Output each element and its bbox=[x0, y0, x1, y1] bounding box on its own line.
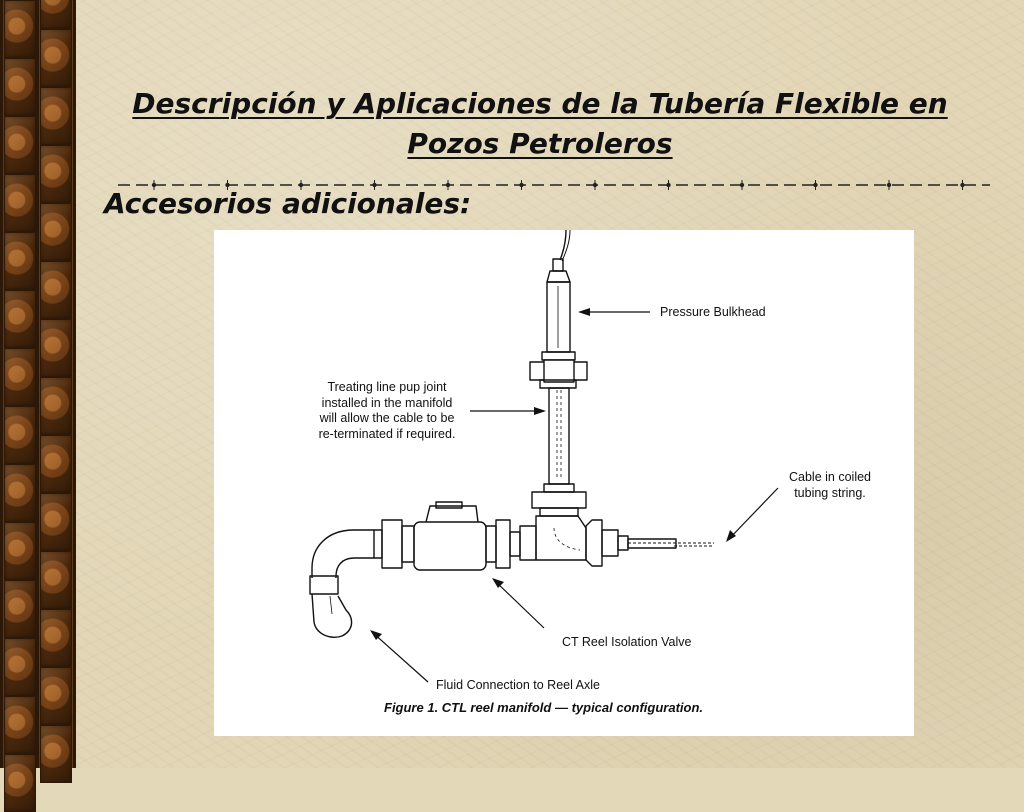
top-union-collar bbox=[541, 351, 576, 361]
slide-title: Descripción y Aplicaciones de la Tubería… bbox=[100, 84, 980, 164]
valve-left-collar bbox=[401, 525, 415, 563]
border-tile bbox=[4, 406, 36, 464]
dotted-divider bbox=[118, 180, 990, 190]
label-treating-line-4: re-terminated if required. bbox=[318, 426, 456, 441]
label-fluid-connection: Fluid Connection to Reel Axle bbox=[436, 678, 600, 692]
bottom-union-ring bbox=[539, 507, 579, 517]
tee-body bbox=[535, 515, 587, 561]
arrow-fluid-connection bbox=[371, 631, 429, 683]
border-edge bbox=[0, 0, 3, 768]
border-tile bbox=[4, 580, 36, 638]
arrowhead-treating-line bbox=[534, 407, 546, 415]
border-tile bbox=[40, 377, 72, 435]
border-tile bbox=[40, 725, 72, 783]
tee-left-flange bbox=[519, 525, 537, 561]
valve-right-collar bbox=[485, 525, 497, 563]
border-tile bbox=[40, 493, 72, 551]
ct-reel-isolation-valve bbox=[413, 521, 487, 571]
border-tile bbox=[40, 29, 72, 87]
label-treating-line-3: will allow the cable to be bbox=[319, 411, 455, 425]
label-pressure-bulkhead: Pressure Bulkhead bbox=[660, 305, 766, 319]
manifold-figure: Pressure Bulkhead Treating line pup join… bbox=[214, 230, 914, 736]
pressure-bulkhead-body bbox=[546, 281, 571, 353]
border-tile bbox=[40, 435, 72, 493]
border-tile bbox=[4, 696, 36, 754]
border-tile bbox=[4, 348, 36, 406]
arrowhead-fluid-connection bbox=[370, 630, 382, 640]
label-cable-coiled-2: tubing string. bbox=[794, 485, 866, 500]
label-cable-coiled: Cable in coiled tubing string. bbox=[770, 470, 890, 501]
border-tile bbox=[40, 145, 72, 203]
label-ct-reel-valve: CT Reel Isolation Valve bbox=[562, 635, 692, 649]
fluid-connection-hose bbox=[311, 593, 353, 638]
border-tile bbox=[4, 464, 36, 522]
right-nipple bbox=[617, 535, 629, 551]
border-tile bbox=[4, 290, 36, 348]
right-union bbox=[601, 529, 619, 557]
border-tile bbox=[4, 174, 36, 232]
border-column-right bbox=[40, 0, 72, 783]
border-tile bbox=[40, 609, 72, 667]
manifold-drawing bbox=[309, 230, 779, 683]
pup-joint bbox=[548, 387, 570, 485]
arrow-cable-coiled bbox=[727, 487, 779, 541]
bulkhead-connector bbox=[552, 258, 564, 272]
border-edge bbox=[73, 0, 76, 768]
figure-caption: Figure 1. CTL reel manifold — typical co… bbox=[384, 700, 704, 715]
cable-top bbox=[559, 230, 567, 261]
border-column-left bbox=[4, 0, 36, 812]
valve-left-union bbox=[381, 519, 403, 569]
border-tile bbox=[4, 58, 36, 116]
border-tile bbox=[40, 261, 72, 319]
bottom-union-nut bbox=[531, 491, 587, 509]
arrowhead-pressure-bulkhead bbox=[578, 308, 590, 316]
label-treating-line-1: Treating line pup joint bbox=[327, 380, 447, 394]
valve-left-nipple bbox=[373, 529, 383, 559]
border-tile bbox=[4, 522, 36, 580]
elbow-lower bbox=[335, 557, 374, 578]
bulkhead-cap bbox=[546, 270, 571, 283]
border-tile bbox=[40, 667, 72, 725]
slide-title-line-2: Pozos Petroleros bbox=[407, 127, 673, 160]
elbow-upper bbox=[311, 529, 374, 578]
label-treating-line-2: installed in the manifold bbox=[321, 395, 453, 410]
decorative-border bbox=[0, 0, 76, 812]
border-tile bbox=[4, 0, 36, 58]
slide-title-line-1: Descripción y Aplicaciones de la Tubería… bbox=[132, 87, 948, 120]
border-tile bbox=[40, 319, 72, 377]
label-treating-line: Treating line pup joint installed in the… bbox=[302, 380, 472, 442]
label-cable-coiled-1: Cable in coiled bbox=[789, 470, 871, 484]
border-tile bbox=[4, 116, 36, 174]
tee-nipple bbox=[509, 531, 521, 557]
border-tile bbox=[40, 551, 72, 609]
valve-handle-base bbox=[425, 505, 479, 523]
border-tile bbox=[40, 87, 72, 145]
border-edge bbox=[36, 0, 39, 768]
border-tile bbox=[4, 638, 36, 696]
right-flange bbox=[585, 519, 603, 567]
arrowhead-ct-reel-valve bbox=[492, 578, 504, 588]
bottom-union-collar bbox=[543, 483, 575, 493]
slide-subtitle: Accesorios adicionales: bbox=[104, 187, 472, 220]
arrow-ct-reel-valve bbox=[493, 579, 545, 629]
valve-handle bbox=[435, 501, 463, 509]
border-tile bbox=[4, 754, 36, 812]
border-tile bbox=[40, 203, 72, 261]
elbow-coupling bbox=[309, 575, 339, 595]
border-tile bbox=[40, 0, 72, 29]
arrowhead-cable-coiled bbox=[726, 530, 736, 542]
border-tile bbox=[4, 232, 36, 290]
valve-right-union bbox=[495, 519, 511, 569]
